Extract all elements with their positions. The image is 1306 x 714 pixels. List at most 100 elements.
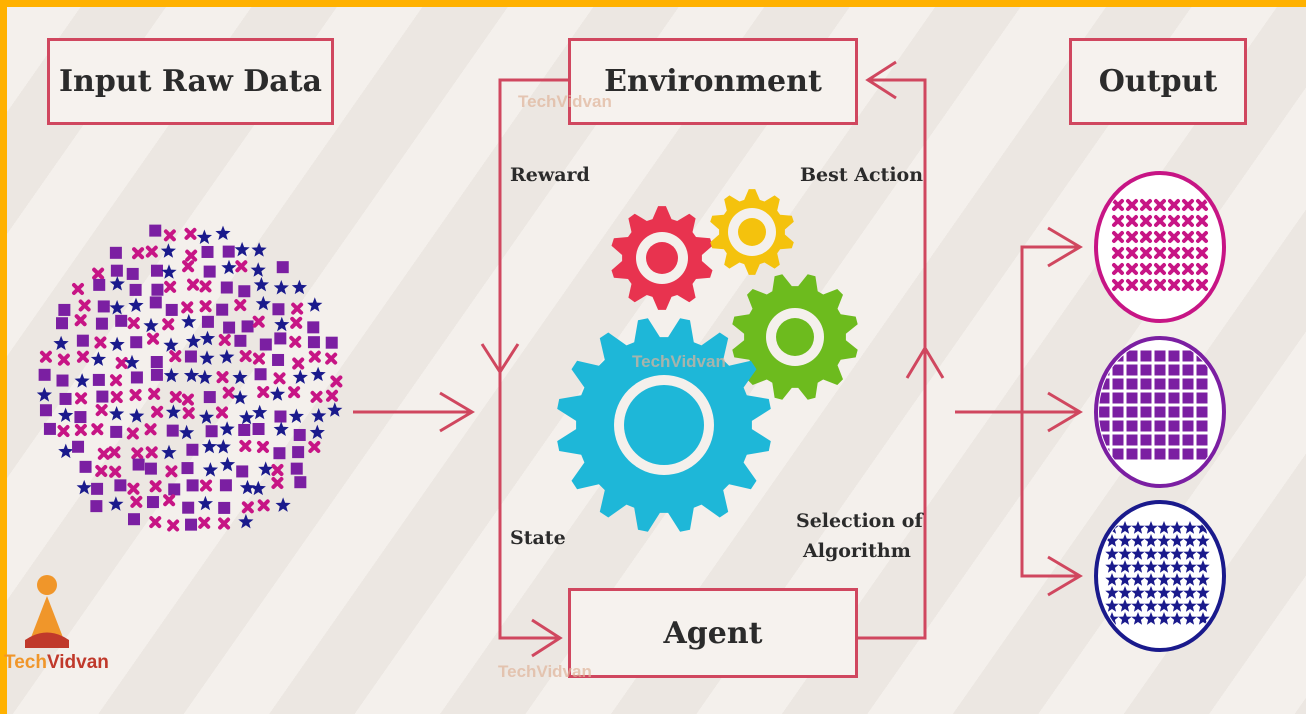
star-icon xyxy=(269,386,286,401)
star-icon xyxy=(238,513,254,529)
cross-icon xyxy=(127,317,140,330)
square-icon xyxy=(1112,392,1124,404)
cross-icon xyxy=(234,299,247,312)
square-icon xyxy=(182,501,195,514)
cross-icon xyxy=(288,386,301,399)
cross-icon xyxy=(76,350,89,363)
star-icon xyxy=(253,277,269,292)
square-icon xyxy=(149,296,162,309)
cross-icon xyxy=(199,300,212,313)
star-icon xyxy=(274,316,290,332)
square-icon xyxy=(274,332,287,345)
square-icon xyxy=(1182,434,1194,446)
star-icon xyxy=(90,351,107,366)
star-icon xyxy=(196,229,212,244)
square-icon xyxy=(114,479,127,492)
cross-icon xyxy=(1182,263,1194,275)
cross-icon xyxy=(1196,231,1208,243)
star-icon xyxy=(1105,547,1119,560)
star-icon xyxy=(1144,534,1158,547)
cross-icon xyxy=(95,404,108,417)
gears-group xyxy=(557,189,858,532)
cross-icon xyxy=(308,350,321,363)
star-icon xyxy=(197,495,213,511)
star-icon xyxy=(232,369,248,385)
cross-icon xyxy=(1140,231,1152,243)
square-icon xyxy=(1196,364,1208,376)
cross-icon xyxy=(1168,263,1180,275)
square-icon xyxy=(56,374,69,387)
star-icon xyxy=(1118,586,1132,599)
cross-icon xyxy=(1154,247,1166,259)
square-icon xyxy=(115,314,128,327)
gear-icon xyxy=(710,189,794,275)
square-icon xyxy=(1168,364,1180,376)
star-icon xyxy=(1105,573,1119,586)
star-icon xyxy=(1196,547,1210,560)
star-icon xyxy=(109,406,125,421)
cross-icon xyxy=(1140,215,1152,227)
star-icon xyxy=(1157,612,1171,625)
cross-icon xyxy=(1140,279,1152,291)
square-icon xyxy=(218,501,231,514)
square-icon xyxy=(1099,420,1110,432)
square-icon xyxy=(127,513,140,526)
square-icon xyxy=(150,368,163,381)
cross-icon xyxy=(127,482,140,495)
output-pink-cluster xyxy=(1094,171,1226,323)
square-icon xyxy=(234,334,247,347)
star-icon xyxy=(1183,547,1197,560)
square-icon xyxy=(130,371,143,384)
square-icon xyxy=(272,303,285,316)
star-icon xyxy=(1131,599,1145,612)
square-icon xyxy=(307,336,320,349)
input-raw-data-box: Input Raw Data xyxy=(47,38,334,125)
frame-top-border xyxy=(0,0,1306,7)
star-icon xyxy=(1170,586,1184,599)
cross-icon xyxy=(165,465,178,478)
star-icon xyxy=(74,373,90,388)
cross-icon xyxy=(239,350,252,363)
cross-icon xyxy=(1168,231,1180,243)
cross-icon xyxy=(169,350,182,363)
star-icon xyxy=(179,424,195,440)
square-icon xyxy=(205,425,218,438)
logo-text-part2: Vidvan xyxy=(46,652,109,673)
square-icon xyxy=(272,353,285,366)
square-icon xyxy=(274,410,287,423)
star-icon xyxy=(1183,560,1197,573)
cross-icon xyxy=(290,316,303,329)
star-icon xyxy=(258,461,274,476)
cross-icon xyxy=(1154,215,1166,227)
cross-icon xyxy=(182,407,195,420)
square-icon xyxy=(1154,420,1166,432)
square-icon xyxy=(146,496,159,509)
square-icon xyxy=(1099,392,1110,404)
cross-icon xyxy=(1112,215,1124,227)
cross-icon xyxy=(163,494,176,507)
square-icon xyxy=(254,368,267,381)
square-icon xyxy=(1182,406,1194,418)
star-icon xyxy=(1183,612,1197,625)
star-icon xyxy=(1170,534,1184,547)
square-icon xyxy=(79,460,92,473)
cross-icon xyxy=(75,392,88,405)
star-icon xyxy=(1183,586,1197,599)
cross-icon xyxy=(151,405,164,418)
logo-text: TechVidvan xyxy=(4,652,109,674)
cross-icon xyxy=(1140,247,1152,259)
cross-icon xyxy=(1112,231,1124,243)
square-icon xyxy=(1182,364,1194,376)
cross-icon xyxy=(149,480,162,493)
cross-icon xyxy=(326,389,339,402)
square-icon xyxy=(1112,406,1124,418)
cross-icon xyxy=(129,389,142,402)
star-icon xyxy=(219,456,236,472)
star-icon xyxy=(252,404,268,420)
star-icon xyxy=(1118,534,1132,547)
cross-icon xyxy=(74,314,87,327)
square-icon xyxy=(149,224,162,237)
star-icon xyxy=(310,366,326,382)
